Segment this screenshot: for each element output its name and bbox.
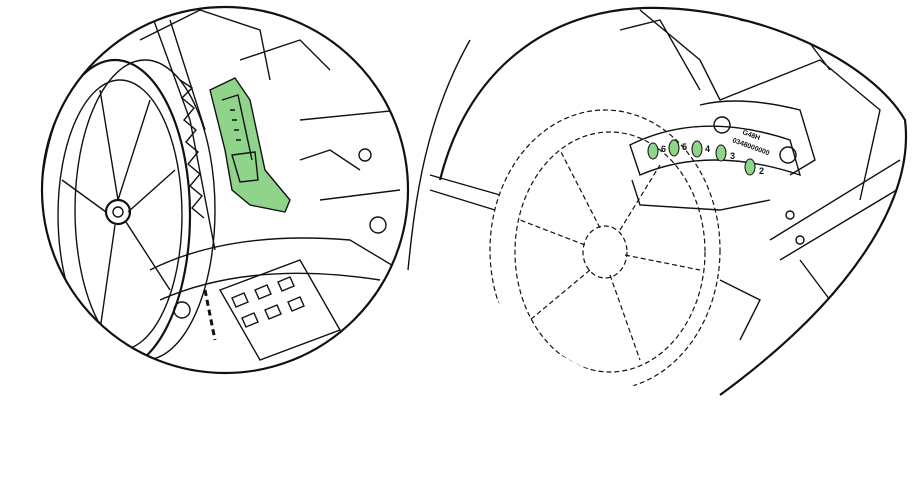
bolt-icon xyxy=(713,116,731,134)
handle-frame-lines xyxy=(149,9,216,251)
height-adjust-lever xyxy=(769,159,906,261)
brand-logo-icon xyxy=(173,301,191,319)
rear-wheel-hidden xyxy=(489,109,721,391)
height-label-3: 3 xyxy=(730,151,735,161)
safety-pictogram-icons xyxy=(231,276,305,328)
axle-lines xyxy=(429,174,501,211)
mower-body-lines xyxy=(139,9,401,201)
bolt-icon xyxy=(369,216,387,234)
height-label-4: 4 xyxy=(705,144,710,154)
plate-code-bottom: 0348000000 xyxy=(731,137,770,157)
left-detail-view xyxy=(40,5,410,375)
height-slot-6 xyxy=(647,142,659,160)
height-slot-5 xyxy=(668,139,680,157)
right-detail-view: G48H 0348000000 6 5 4 3 2 xyxy=(407,6,908,396)
height-label-5: 5 xyxy=(682,142,687,152)
height-slot-3 xyxy=(715,144,727,162)
height-slot-2 xyxy=(744,158,756,176)
dashed-marker xyxy=(203,289,217,341)
callout-line xyxy=(407,39,471,271)
bracket-lines xyxy=(719,259,831,351)
rear-wheel xyxy=(42,58,216,372)
height-label-6: 6 xyxy=(661,144,666,154)
rivet-icon xyxy=(795,235,805,245)
safety-label-plate xyxy=(218,259,342,361)
rivet-icon xyxy=(785,210,795,220)
bolt-icon xyxy=(358,148,372,162)
right-view-border xyxy=(438,6,908,396)
height-adjust-lever-highlighted xyxy=(209,77,291,213)
height-slot-4 xyxy=(691,140,703,158)
height-position-plate: G48H 0348000000 6 5 4 3 2 xyxy=(629,100,816,211)
bolt-icon xyxy=(779,146,797,164)
height-label-2: 2 xyxy=(759,166,764,176)
